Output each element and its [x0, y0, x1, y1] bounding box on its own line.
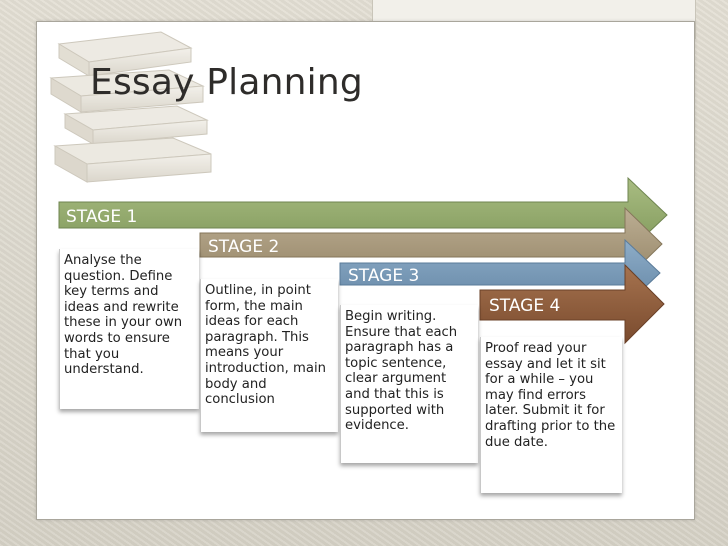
stage-4-label: STAGE 4: [489, 296, 561, 316]
stage-4-card: Proof read your essay and let it sit for…: [480, 337, 622, 493]
book-stack-image: [49, 31, 212, 183]
stage-1-label: STAGE 1: [66, 207, 138, 227]
slide-title: Essay Planning: [90, 62, 363, 103]
stage-4-text: Proof read your essay and let it sit for…: [485, 341, 616, 450]
stage-2-text: Outline, in point form, the main ideas f…: [205, 283, 326, 408]
stage-4-arrow: [479, 263, 665, 345]
stage-3-label: STAGE 3: [348, 266, 420, 286]
stage-2-label: STAGE 2: [208, 237, 280, 257]
stage-2-card: Outline, in point form, the main ideas f…: [200, 279, 338, 432]
stage-1-card: Analyse the question. Define key terms a…: [59, 249, 199, 409]
stage-1-text: Analyse the question. Define key terms a…: [64, 253, 183, 378]
stage-3-text: Begin writing. Ensure that each paragrap…: [345, 309, 458, 434]
stage-3-card: Begin writing. Ensure that each paragrap…: [340, 305, 478, 463]
